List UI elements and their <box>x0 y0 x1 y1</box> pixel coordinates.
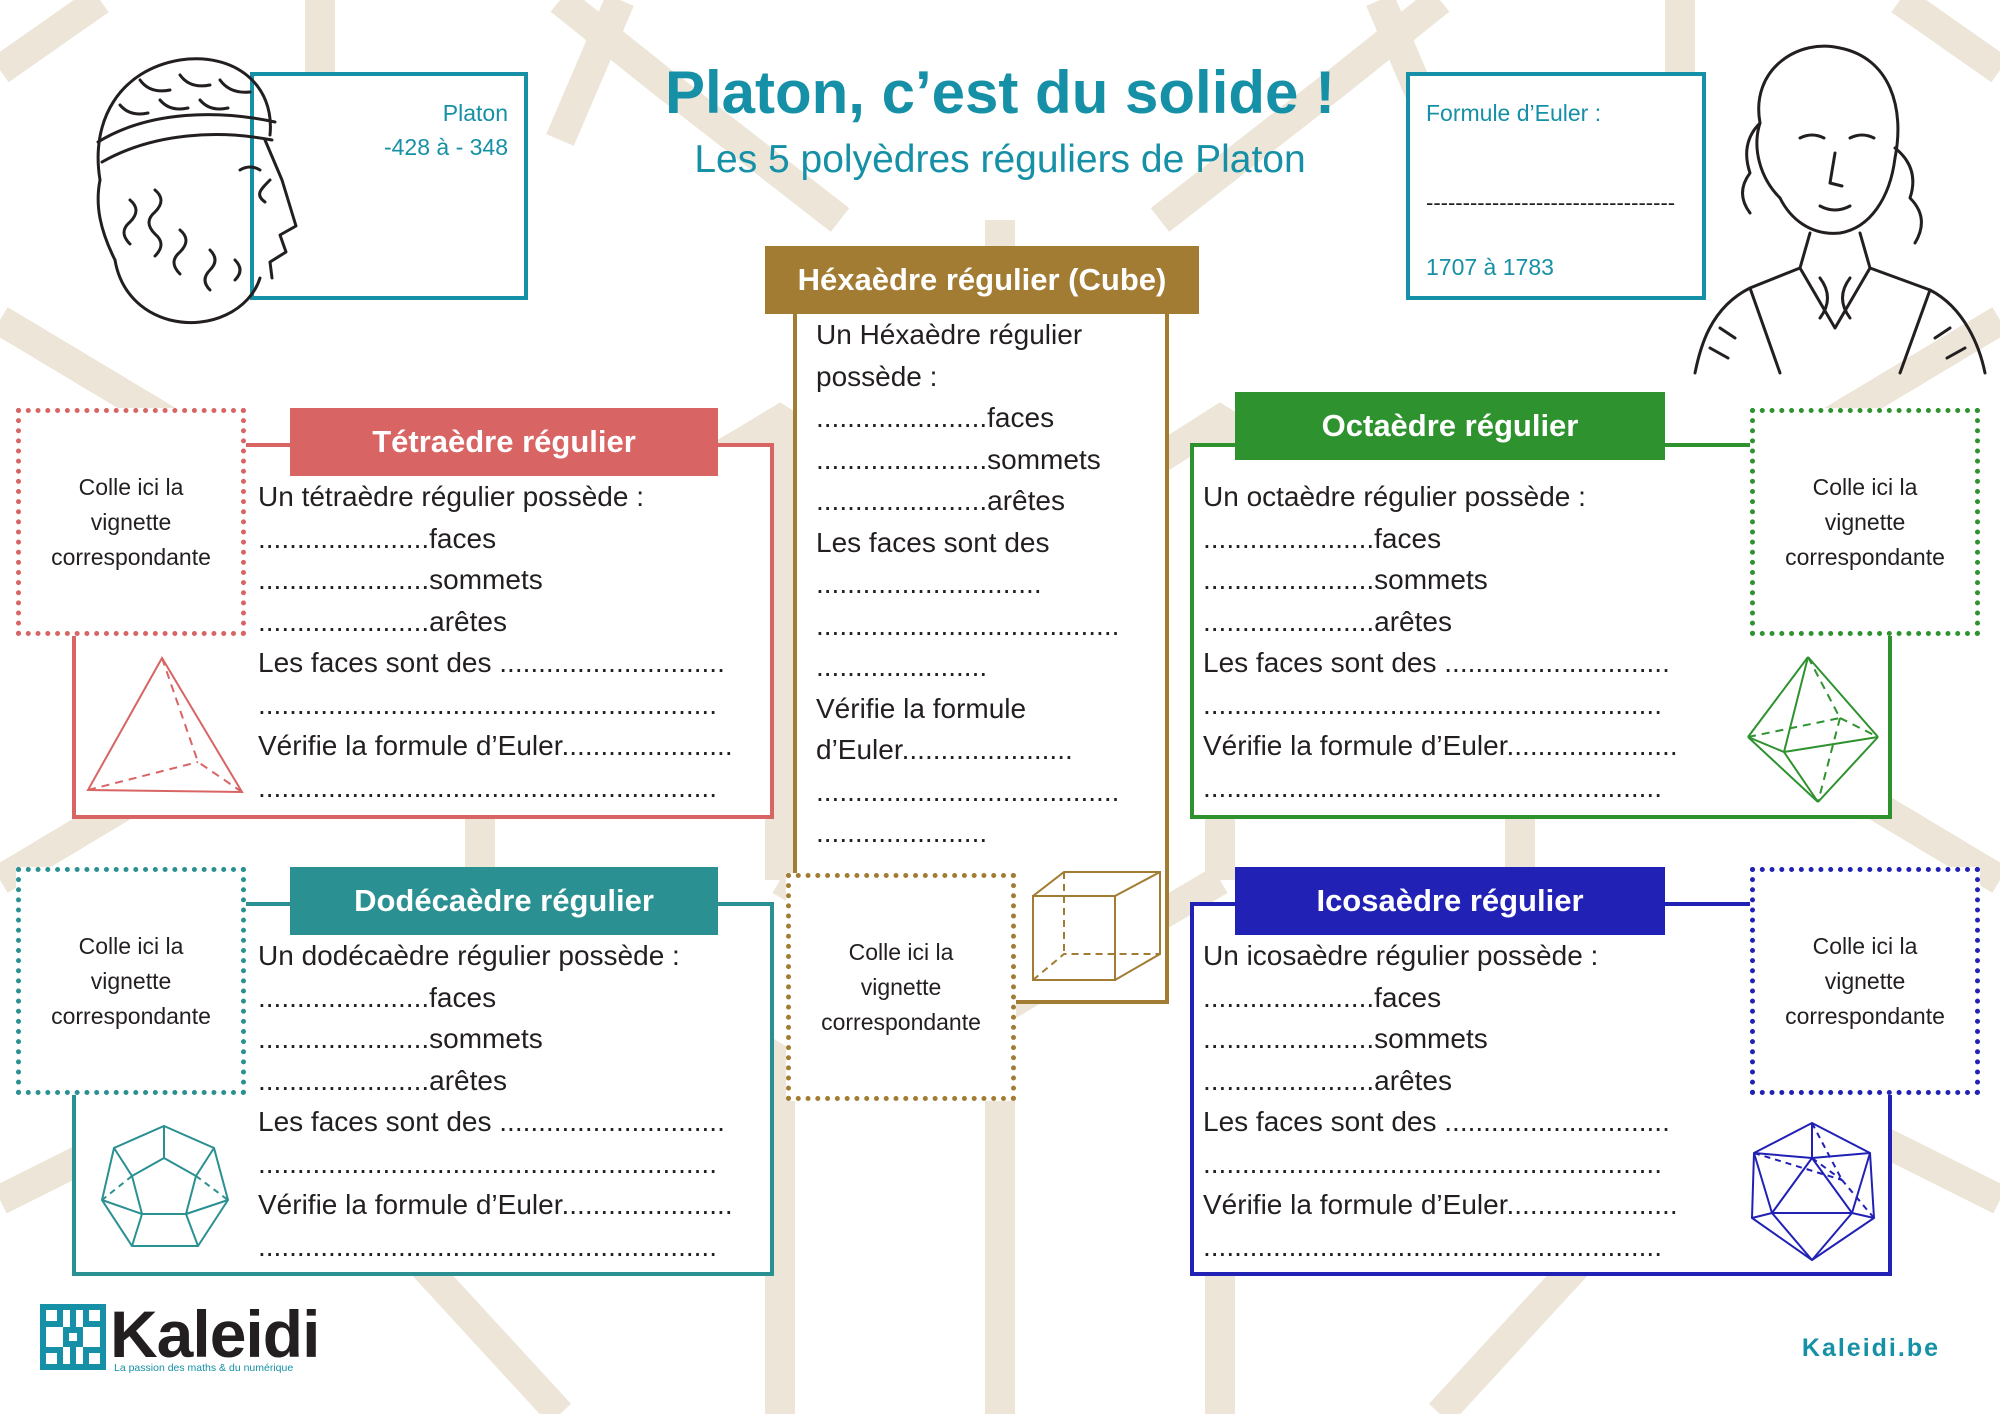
platon-name: Platon <box>442 100 508 126</box>
tetra-vignette-slot[interactable]: Colle ici la vignette correspondante <box>16 408 246 636</box>
cube-icon <box>1032 871 1161 981</box>
euler-portrait <box>1693 44 1987 375</box>
octa-header: Octaèdre régulier <box>1235 392 1665 460</box>
platon-portrait <box>96 57 298 325</box>
platon-info-box <box>250 72 528 300</box>
page-title: Platon, c’est du solide ! <box>664 59 1336 126</box>
icosa-vignette-slot[interactable]: Colle ici la vignette correspondante <box>1750 867 1980 1095</box>
euler-info-box <box>1406 72 1706 300</box>
octahedron-icon <box>1747 656 1879 803</box>
dodeca-text: Un dodécaèdre régulier possède :........… <box>258 940 733 1262</box>
cube-vignette-slot[interactable]: Colle ici la vignette correspondante <box>786 873 1016 1101</box>
kaleidi-website[interactable]: Kaleidi.be <box>1801 1334 1940 1362</box>
dodecahedron-icon <box>100 1124 230 1247</box>
icosahedron-icon <box>1750 1121 1876 1262</box>
euler-formula-label: Formule d’Euler : <box>1426 100 1602 126</box>
kaleidi-logo-icon <box>40 1304 106 1370</box>
cube-header: Héxaèdre régulier (Cube) <box>765 246 1199 314</box>
icosa-header: Icosaèdre régulier <box>1235 867 1665 935</box>
octa-text: Un octaèdre régulier possède :..........… <box>1203 481 1678 803</box>
icosa-text: Un icosaèdre régulier possède :.........… <box>1203 940 1678 1262</box>
tetra-header: Tétraèdre régulier <box>290 408 718 476</box>
kaleidi-tagline: La passion des maths & du numérique <box>114 1362 294 1374</box>
octa-vignette-slot[interactable]: Colle ici la vignette correspondante <box>1750 408 1980 636</box>
euler-formula-blank: ---------------------------------- <box>1426 190 1676 215</box>
dodeca-vignette-slot[interactable]: Colle ici la vignette correspondante <box>16 867 246 1095</box>
kaleidi-logo-text: Kaleidi <box>110 1297 320 1371</box>
tetra-text: Un tétraèdre régulier possède :.........… <box>258 481 733 803</box>
tetrahedron-icon <box>86 656 244 794</box>
platon-dates: -428 à - 348 <box>383 134 508 160</box>
euler-dates: 1707 à 1783 <box>1426 254 1554 280</box>
page-subtitle: Les 5 polyèdres réguliers de Platon <box>694 138 1306 181</box>
dodeca-header: Dodécaèdre régulier <box>290 867 718 935</box>
